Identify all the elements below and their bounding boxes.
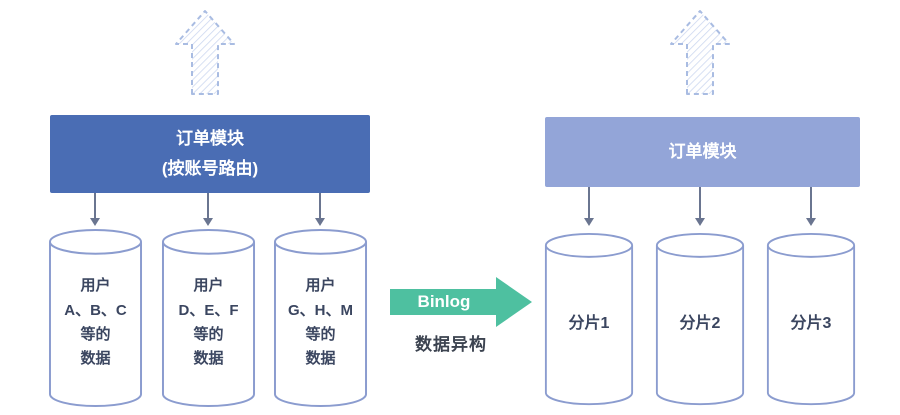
left-module-title: 订单模块: [176, 129, 244, 149]
cylinder-icon: [655, 232, 745, 406]
right-arrow-icon: [390, 277, 532, 327]
cylinder-icon: [161, 228, 256, 408]
down-arrow-connector: [94, 193, 96, 219]
down-arrow-connector: [810, 187, 812, 219]
down-arrow-connector: [319, 193, 321, 219]
shard-cylinder: 分片2: [655, 232, 745, 408]
shard-cylinder: 分片1: [544, 232, 634, 408]
cylinder-icon: [766, 232, 856, 406]
database-cylinder: 用户 D、E、F 等的 数据: [161, 228, 256, 410]
database-cylinder: 用户 A、B、C 等的 数据: [48, 228, 143, 410]
left-module-box: 订单模块 (按账号路由): [50, 115, 370, 193]
binlog-label: Binlog: [417, 292, 471, 311]
shard-label: 分片2: [679, 315, 721, 333]
database-label: 用户 A、B、C 等的 数据: [64, 277, 127, 368]
binlog-arrow: Binlog: [390, 277, 532, 327]
up-arrow-icon: [670, 10, 730, 95]
up-arrow-icon: [175, 10, 235, 95]
cylinder-icon: [544, 232, 634, 406]
cylinder-icon: [48, 228, 143, 408]
right-module-title: 订单模块: [668, 142, 737, 162]
caption: 数据异构: [415, 335, 487, 354]
left-module-subtitle: (按账号路由): [161, 159, 259, 178]
right-module-box: 订单模块: [545, 117, 860, 187]
shard-cylinder: 分片3: [766, 232, 856, 408]
database-label: 用户 G、H、M 等的 数据: [288, 277, 353, 368]
cylinder-icon: [273, 228, 368, 408]
down-arrow-connector: [699, 187, 701, 219]
database-label: 用户 D、E、F 等的 数据: [178, 277, 239, 368]
shard-label: 分片3: [790, 315, 832, 333]
shard-label: 分片1: [568, 315, 610, 333]
down-arrow-connector: [588, 187, 590, 219]
down-arrow-connector: [207, 193, 209, 219]
database-cylinder: 用户 G、H、M 等的 数据: [273, 228, 368, 410]
